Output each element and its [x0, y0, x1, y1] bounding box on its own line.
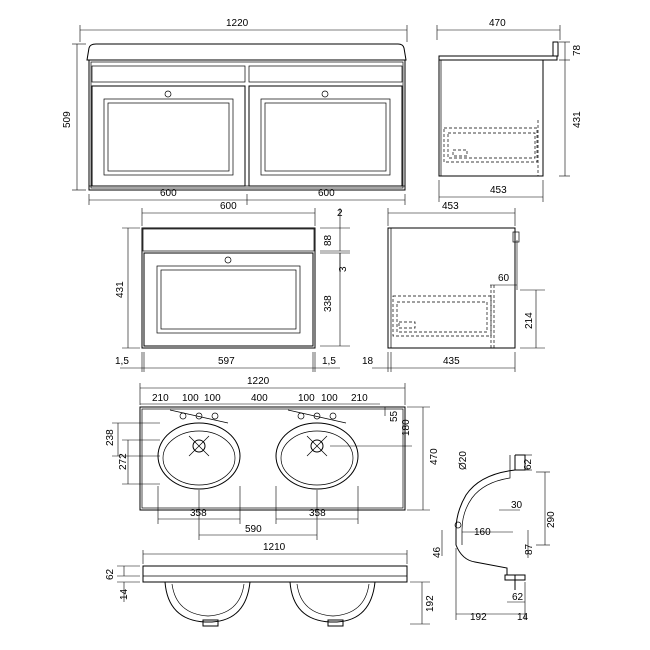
plan-bowl-depth-inner-label: 272 — [118, 453, 129, 470]
unit-side-handle-label: 60 — [498, 273, 510, 284]
side-depth-top-label: 470 — [489, 18, 506, 29]
plan-bowl-width-left-label: 358 — [190, 508, 207, 519]
unit-side-left-label: 1,5 — [115, 356, 129, 367]
front-height-total-label: 509 — [62, 111, 73, 128]
section-waste-87-label: 87 — [524, 543, 535, 555]
side-elevation-view: 470 78 431 453 — [436, 18, 583, 202]
unit-side-right-label: 1,5 — [322, 356, 336, 367]
plan-overall-width-label: 1220 — [247, 376, 270, 387]
plan-offset-4: 400 — [251, 393, 268, 404]
plan-offset-2: 100 — [182, 393, 199, 404]
basin-front-lip-label: 14 — [119, 588, 130, 600]
unit-drawer-bottom-label: 338 — [323, 295, 334, 312]
section-depth-label: 290 — [546, 511, 557, 528]
unit-side-depth-label: 453 — [442, 201, 459, 212]
plan-upstand-label: 55 — [389, 410, 400, 422]
front-elevation-view: 1220 509 600 600 — [62, 18, 408, 205]
section-flange-14-label: 14 — [517, 612, 529, 623]
plan-bowl-depth-outer-label: 238 — [105, 429, 116, 446]
unit-gap-top-label: 2 — [337, 208, 343, 219]
plan-offset-6: 100 — [321, 393, 338, 404]
section-offset-30-label: 30 — [511, 500, 523, 511]
side-depth-bottom-label: 453 — [490, 185, 507, 196]
plan-bowl-centres-label: 590 — [245, 524, 262, 535]
plan-offset-5: 100 — [298, 393, 315, 404]
unit-height-label: 431 — [115, 281, 126, 298]
plan-offset-3: 100 — [204, 393, 221, 404]
unit-front-view: 600 2 88 3 338 431 1,5 597 1,5 — [115, 201, 350, 372]
basin-front-rim-label: 62 — [105, 568, 116, 580]
unit-side-back-gap-label: 18 — [362, 356, 374, 367]
unit-gap-mid-label: 3 — [338, 266, 349, 272]
front-width-total-label: 1220 — [226, 18, 249, 29]
section-bottom-62-label: 62 — [512, 592, 524, 603]
plan-bowl-centre-label: 180 — [401, 419, 412, 436]
plan-offset-1: 210 — [152, 393, 169, 404]
front-width-left-label: 600 — [160, 188, 177, 199]
plan-bowl-width-right-label: 358 — [309, 508, 326, 519]
basin-section-view: Ø20 62 290 30 160 87 46 62 192 14 — [432, 451, 557, 623]
section-lip-label: 46 — [432, 546, 443, 558]
plan-depth-label: 470 — [429, 448, 440, 465]
basin-plan-view: 1220 210 100 100 400 100 100 210 470 180… — [105, 376, 440, 540]
front-width-right-label: 600 — [318, 188, 335, 199]
plan-offset-7: 210 — [351, 393, 368, 404]
unit-side-inner-depth-label: 435 — [443, 356, 460, 367]
section-rim-label: 62 — [523, 458, 534, 470]
side-upstand-label: 78 — [572, 44, 583, 56]
side-body-height-label: 431 — [572, 111, 583, 128]
basin-front-height-label: 192 — [425, 595, 436, 612]
unit-side-view: 453 60 214 18 435 — [362, 201, 545, 372]
unit-side-drawer-height-label: 214 — [524, 312, 535, 329]
unit-width-label: 600 — [220, 201, 237, 212]
section-waste-dia-label: Ø20 — [458, 451, 469, 470]
unit-drawer-top-label: 88 — [323, 234, 334, 246]
section-overall-192-label: 192 — [470, 612, 487, 623]
basin-front-view: 1210 62 14 192 — [105, 542, 436, 627]
unit-inner-width-label: 597 — [218, 356, 235, 367]
basin-front-width-label: 1210 — [263, 542, 286, 553]
section-outlet-label: 160 — [474, 527, 491, 538]
